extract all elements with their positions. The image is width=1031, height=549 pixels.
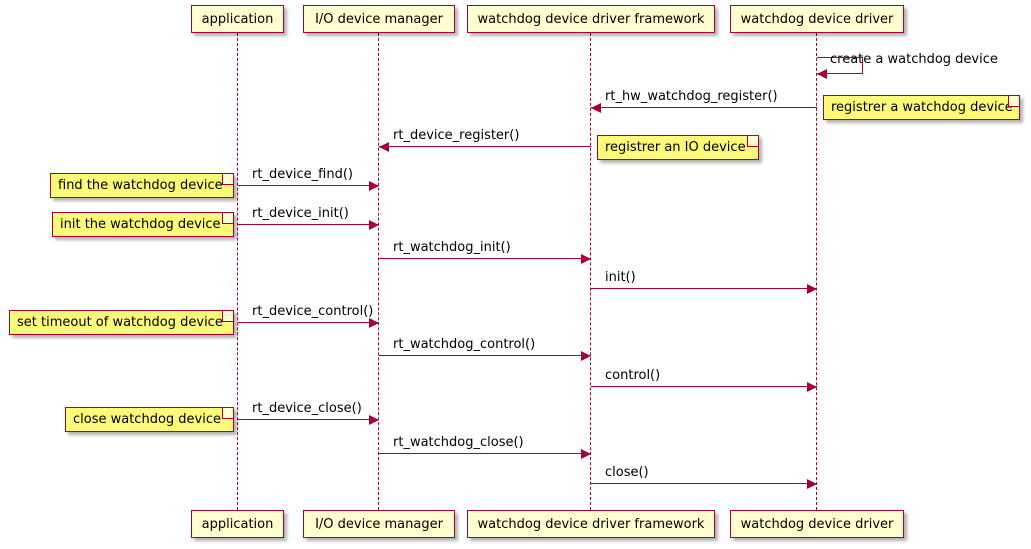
note-text: registrer a watchdog device <box>831 100 1013 115</box>
message-line-rt-watchdog-close <box>379 453 591 454</box>
arrow-head-control <box>807 382 817 392</box>
lifeline-watchdog-framework <box>590 33 591 510</box>
lifeline-io-device-manager <box>378 33 379 510</box>
arrow-head-init <box>807 284 817 294</box>
note-text: set timeout of watchdog device <box>17 315 223 330</box>
note-text: registrer an IO device <box>605 140 746 155</box>
note-text: find the watchdog device <box>58 178 223 193</box>
arrow-head-close <box>807 479 817 489</box>
note-fold-corner-icon <box>222 408 233 419</box>
note-text: close watchdog device <box>73 412 221 427</box>
footer-application[interactable]: application <box>191 510 284 538</box>
arrow-head-rt-device-close <box>369 415 379 425</box>
message-label-rt-device-find: rt_device_find() <box>252 167 353 182</box>
message-label-rt-watchdog-close: rt_watchdog_close() <box>393 435 524 450</box>
header-watchdog-driver[interactable]: watchdog device driver <box>730 5 904 33</box>
message-line-rt-hw-watchdog-register <box>591 107 817 108</box>
arrow-head-rt-hw-watchdog-register <box>591 103 601 113</box>
note-close-watchdog-device: close watchdog device <box>65 407 234 432</box>
arrow-head-rt-device-init <box>369 220 379 230</box>
message-line-rt-device-init <box>238 224 379 225</box>
message-line-control <box>591 386 817 387</box>
lifeline-watchdog-driver <box>816 33 817 510</box>
message-label-rt-device-close: rt_device_close() <box>252 401 362 416</box>
arrow-head-rt-watchdog-control <box>581 351 591 361</box>
note-init-watchdog-device: init the watchdog device <box>52 212 234 237</box>
note-fold-corner-icon <box>222 311 233 322</box>
message-line-rt-watchdog-control <box>379 355 591 356</box>
message-line-rt-device-find <box>238 185 379 186</box>
note-text: init the watchdog device <box>60 217 221 232</box>
note-fold-corner-icon <box>222 213 233 224</box>
arrow-head-rt-device-control <box>369 318 379 328</box>
message-label-control: control() <box>605 368 661 383</box>
message-label-init: init() <box>605 270 636 285</box>
message-line-rt-watchdog-init <box>379 258 591 259</box>
message-label-rt-device-register: rt_device_register() <box>393 128 520 143</box>
footer-watchdog-framework[interactable]: watchdog device driver framework <box>467 510 715 538</box>
message-line-close <box>591 483 817 484</box>
note-find-watchdog-device: find the watchdog device <box>50 173 234 198</box>
header-application[interactable]: application <box>191 5 284 33</box>
note-fold-corner-icon <box>1008 96 1019 107</box>
message-label-rt-watchdog-control: rt_watchdog_control() <box>393 337 536 352</box>
note-fold-corner-icon <box>222 174 233 185</box>
message-label-close: close() <box>605 465 649 480</box>
note-set-timeout: set timeout of watchdog device <box>9 310 234 335</box>
footer-io-device-manager[interactable]: I/O device manager <box>303 510 455 538</box>
message-label-rt-device-init: rt_device_init() <box>252 206 349 221</box>
header-io-device-manager[interactable]: I/O device manager <box>303 5 455 33</box>
message-label-rt-device-control: rt_device_control() <box>252 304 374 319</box>
arrow-head-rt-watchdog-init <box>581 254 591 264</box>
message-line-rt-device-close <box>238 419 379 420</box>
header-watchdog-framework[interactable]: watchdog device driver framework <box>467 5 715 33</box>
message-line-rt-device-register <box>379 146 591 147</box>
selfcall-create-watchdog-device <box>817 57 863 74</box>
message-line-init <box>591 288 817 289</box>
arrow-head-rt-device-register <box>379 142 389 152</box>
arrow-head-rt-device-find <box>369 181 379 191</box>
note-registrer-watchdog-device: registrer a watchdog device <box>823 95 1020 120</box>
note-registrer-io-device: registrer an IO device <box>597 135 759 160</box>
message-label-create-watchdog-device: create a watchdog device <box>830 52 998 67</box>
note-fold-corner-icon <box>747 136 758 147</box>
footer-watchdog-driver[interactable]: watchdog device driver <box>730 510 904 538</box>
lifeline-application <box>237 33 238 510</box>
message-label-rt-hw-watchdog-register: rt_hw_watchdog_register() <box>605 89 778 104</box>
arrow-head-rt-watchdog-close <box>581 449 591 459</box>
message-label-rt-watchdog-init: rt_watchdog_init() <box>393 240 511 255</box>
arrow-head-selfcall-create-watchdog-device <box>817 69 827 79</box>
message-line-rt-device-control <box>238 322 379 323</box>
